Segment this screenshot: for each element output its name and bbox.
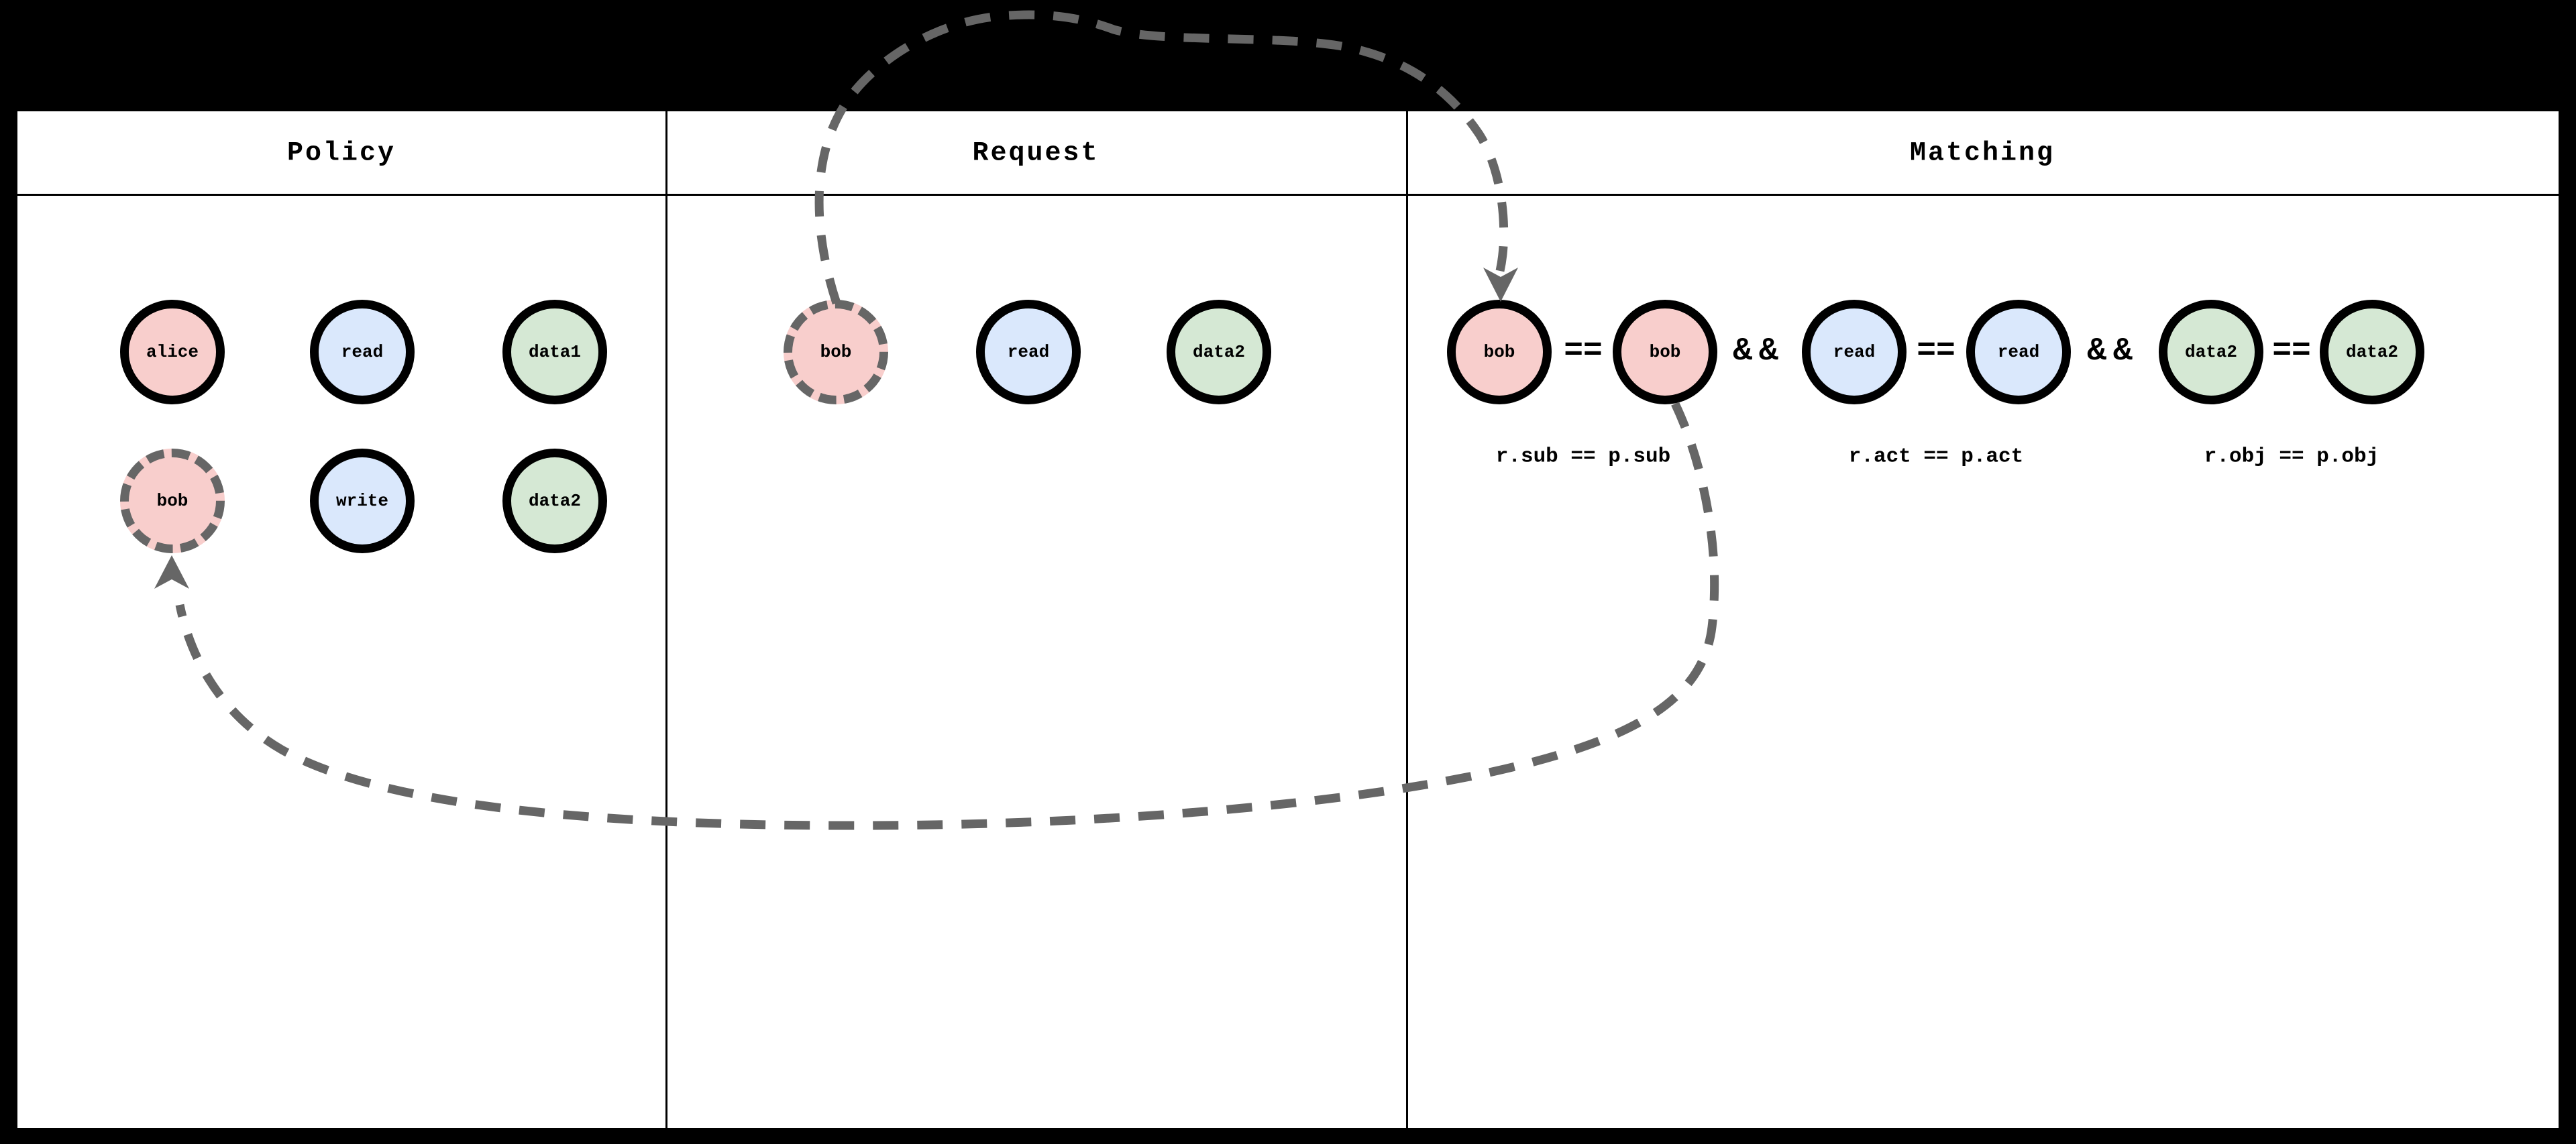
policy-table-background xyxy=(17,111,2559,1128)
header-row-divider xyxy=(17,194,2559,196)
policy-node-data1: data1 xyxy=(502,300,607,404)
and-operator-1: && xyxy=(1733,333,1785,369)
column-divider-policy-request xyxy=(665,111,667,1128)
expression-act: r.act == p.act xyxy=(1848,445,2024,469)
expression-obj: r.obj == p.obj xyxy=(2204,445,2379,469)
column-header-matching: Matching xyxy=(1909,138,2055,169)
and-operator-2: && xyxy=(2087,333,2139,369)
request-node-bob: bob xyxy=(784,300,888,404)
matching-node-data2-policy: data2 xyxy=(2320,300,2424,404)
policy-node-data2: data2 xyxy=(502,449,607,553)
column-header-request: Request xyxy=(972,138,1099,169)
matching-node-bob-request: bob xyxy=(1447,300,1552,404)
matching-node-bob-policy: bob xyxy=(1613,300,1717,404)
equals-operator-sub: == xyxy=(1564,333,1603,369)
matching-node-data2-request: data2 xyxy=(2159,300,2263,404)
matching-node-read-policy: read xyxy=(1966,300,2071,404)
matching-node-read-request: read xyxy=(1802,300,1907,404)
column-divider-request-matching xyxy=(1406,111,1408,1128)
policy-node-read: read xyxy=(310,300,415,404)
policy-node-write: write xyxy=(310,449,415,553)
policy-node-alice: alice xyxy=(120,300,225,404)
column-header-policy: Policy xyxy=(286,138,396,169)
request-node-data2: data2 xyxy=(1167,300,1271,404)
expression-sub: r.sub == p.sub xyxy=(1495,445,1671,469)
equals-operator-act: == xyxy=(1917,333,1955,369)
equals-operator-obj: == xyxy=(2272,333,2311,369)
request-node-read: read xyxy=(976,300,1081,404)
policy-node-bob: bob xyxy=(120,449,225,553)
